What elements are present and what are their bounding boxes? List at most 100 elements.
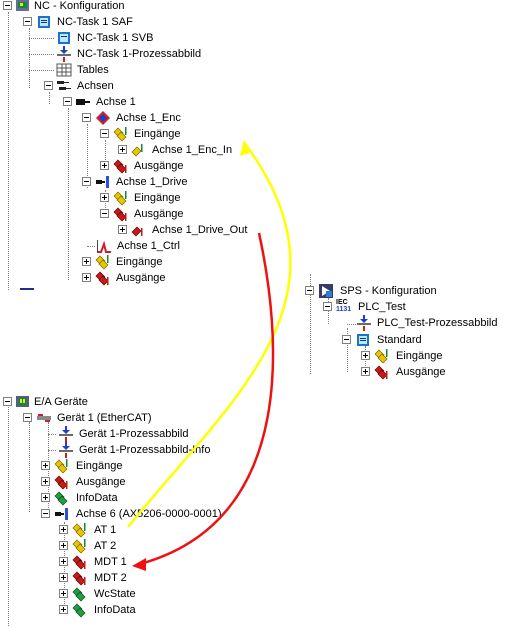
tree-node-tables[interactable]: Tables [56,62,136,78]
tree-node-axis-infodata[interactable]: InfoData [59,602,149,618]
expand-toggle[interactable] [41,493,50,502]
variable-output-icon [130,222,146,238]
tree-node-nc-process-image[interactable]: NC-Task 1-Prozessabbild [56,46,226,62]
expand-toggle[interactable] [59,589,68,598]
tree-node-encoder[interactable]: Achse 1_Enc [82,110,202,126]
expand-toggle[interactable] [59,605,68,614]
tree-node-drive-inputs[interactable]: Eingänge [100,190,200,206]
node-label: Eingänge [116,256,163,268]
tree-line [8,12,9,290]
expand-toggle[interactable] [361,367,370,376]
tree-node-drive-outputs[interactable]: Ausgänge [100,206,200,222]
tree-line [48,450,56,451]
node-label: Eingänge [134,192,181,204]
collapse-toggle[interactable] [3,397,12,406]
tree-node-achsen[interactable]: Achsen [44,78,134,94]
tree-node-mdt1[interactable]: MDT 1 [59,554,139,570]
collapse-toggle[interactable] [44,81,53,90]
tree-node-svb[interactable]: NC-Task 1 SVB [56,30,176,46]
tree-node-ethercat-device[interactable]: Gerät 1 (EtherCAT) [23,410,173,426]
tree-node-enc-inputs[interactable]: Eingänge [100,126,200,142]
tree-node-drive-out[interactable]: Achse 1_Drive_Out [118,222,268,238]
expand-toggle[interactable] [82,257,91,266]
tree-node-device-process-image[interactable]: Gerät 1-Prozessabbild [58,426,208,442]
tree-node-at2[interactable]: AT 2 [59,538,139,554]
tree-node-plc-inputs[interactable]: Eingänge [361,348,461,364]
tree-node-device-process-image-info[interactable]: Gerät 1-Prozessabbild-Info [58,442,238,458]
expand-toggle[interactable] [100,193,109,202]
tree-node-plc-test[interactable]: IEC 1131 PLC_Test [323,299,443,315]
outputs-icon [72,554,88,570]
tree-node-achse1[interactable]: Achse 1 [63,94,153,110]
tree-line [87,124,88,188]
process-image-icon [58,442,74,458]
node-label: Standard [377,334,422,346]
collapse-toggle[interactable] [23,17,32,26]
tree-node-standard[interactable]: Standard [342,332,442,348]
expand-toggle[interactable] [118,225,127,234]
outputs-icon [72,570,88,586]
expand-toggle[interactable] [59,541,68,550]
tree-node-plc-outputs[interactable]: Ausgänge [361,364,461,380]
tree-node-device-inputs[interactable]: Eingänge [41,458,141,474]
tree-node-axis6-drive[interactable]: Achse 6 (AX5206-0000-0001) [41,506,241,522]
tree-node-at1[interactable]: AT 1 [59,522,139,538]
node-label: Ausgänge [116,272,166,284]
tree-node-controller[interactable]: Achse 1_Ctrl [96,238,196,254]
expand-toggle[interactable] [82,273,91,282]
node-label: Tables [77,64,109,76]
tree-line [48,434,56,435]
collapse-toggle[interactable] [100,129,109,138]
collapse-toggle[interactable] [100,209,109,218]
inputs-icon [72,538,88,554]
expand-toggle[interactable] [41,461,50,470]
tree-node-plc-process-image[interactable]: PLC_Test-Prozessabbild [356,315,506,331]
node-label: Gerät 1-Prozessabbild-Info [79,444,211,456]
expand-toggle[interactable] [41,477,50,486]
tree-node-inputs[interactable]: Eingänge [82,254,182,270]
collapse-toggle[interactable] [342,335,351,344]
tree-node-mdt2[interactable]: MDT 2 [59,570,139,586]
iec-1131-icon: IEC 1131 [336,299,354,315]
node-label: Ausgänge [76,476,126,488]
collapse-toggle[interactable] [23,413,32,422]
tree-node-device-outputs[interactable]: Ausgänge [41,474,141,490]
outputs-icon [113,206,129,222]
axes-group-icon [56,78,72,94]
node-label: MDT 2 [94,572,127,584]
collapse-toggle[interactable] [82,113,91,122]
drive-icon [95,174,111,190]
tree-node-device-infodata[interactable]: InfoData [41,490,141,506]
node-label: NC-Task 1 SAF [57,16,133,28]
collapse-toggle[interactable] [323,302,332,311]
inputs-icon [54,458,70,474]
expand-toggle[interactable] [59,557,68,566]
nc-configuration-icon [15,0,31,14]
tree-node-wcstate[interactable]: WcState [59,586,149,602]
tree-node-outputs[interactable]: Ausgänge [82,270,182,286]
drive-icon [54,506,70,522]
expand-toggle[interactable] [100,161,109,170]
inputs-icon [374,348,390,364]
node-label: AT 2 [94,540,117,552]
tree-node-nc-task[interactable]: NC-Task 1 SAF [23,14,173,30]
expand-toggle[interactable] [118,145,127,154]
tree-node-io-root[interactable]: E/A Geräte [3,394,123,410]
tree-line [87,246,95,247]
tree-node-drive[interactable]: Achse 1_Drive [82,174,202,190]
tree-node-nc-root[interactable]: NC - Konfiguration [3,0,143,14]
expand-toggle[interactable] [59,525,68,534]
node-label: E/A Geräte [34,396,88,408]
tree-node-enc-in[interactable]: Achse 1_Enc_In [118,142,258,158]
collapse-toggle[interactable] [41,509,50,518]
tree-node-sps-root[interactable]: SPS - Konfiguration [305,283,455,299]
collapse-toggle[interactable] [82,177,91,186]
outputs-icon [54,474,70,490]
plc-configuration-icon [318,283,334,299]
collapse-toggle[interactable] [305,286,314,295]
tree-node-enc-outputs[interactable]: Ausgänge [100,158,200,174]
collapse-toggle[interactable] [3,1,12,10]
expand-toggle[interactable] [361,351,370,360]
collapse-toggle[interactable] [63,97,72,106]
expand-toggle[interactable] [59,573,68,582]
